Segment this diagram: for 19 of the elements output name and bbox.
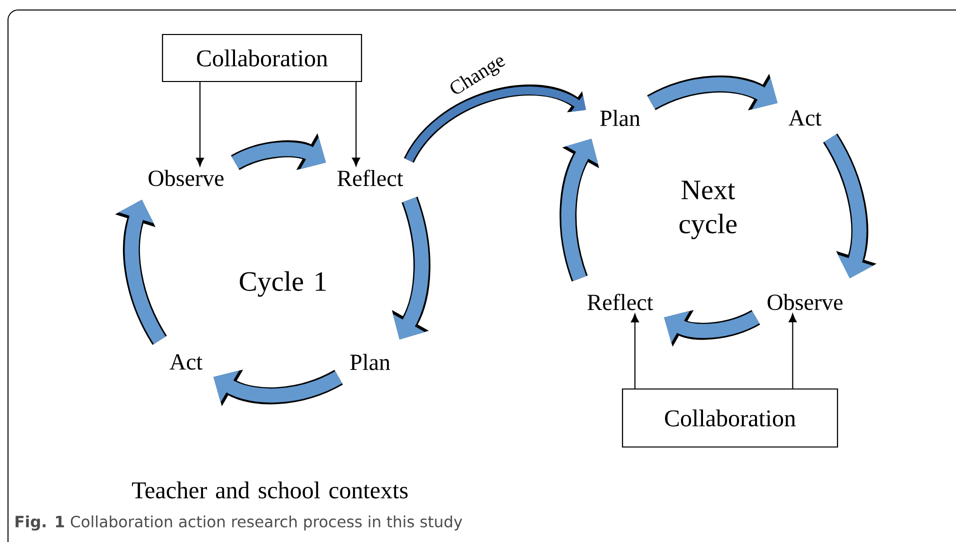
stage-label: Plan <box>350 354 390 370</box>
stage-label: Act <box>170 354 202 370</box>
arrow <box>630 314 639 388</box>
stage-label: Reflect <box>337 170 404 186</box>
arrow <box>788 314 797 388</box>
caption: Fig. 1 Collaboration action research process in this study <box>16 515 462 531</box>
stage-label: Observe <box>768 294 843 310</box>
context-label: Teacher and school contexts <box>132 482 408 498</box>
arrow <box>196 82 204 166</box>
collaboration-box: Collaboration <box>162 34 362 82</box>
stage-label: Plan <box>600 110 640 126</box>
stage-label: Observe <box>148 170 224 186</box>
stage-label: Reflect <box>587 294 654 310</box>
stage-label: Act <box>788 110 822 126</box>
cycle-label: Next cycle <box>680 180 737 240</box>
block-arrow <box>404 84 586 164</box>
arrow <box>352 82 360 166</box>
collaboration-box: Collaboration <box>622 388 838 448</box>
cycle-label: Cycle 1 <box>240 271 326 297</box>
